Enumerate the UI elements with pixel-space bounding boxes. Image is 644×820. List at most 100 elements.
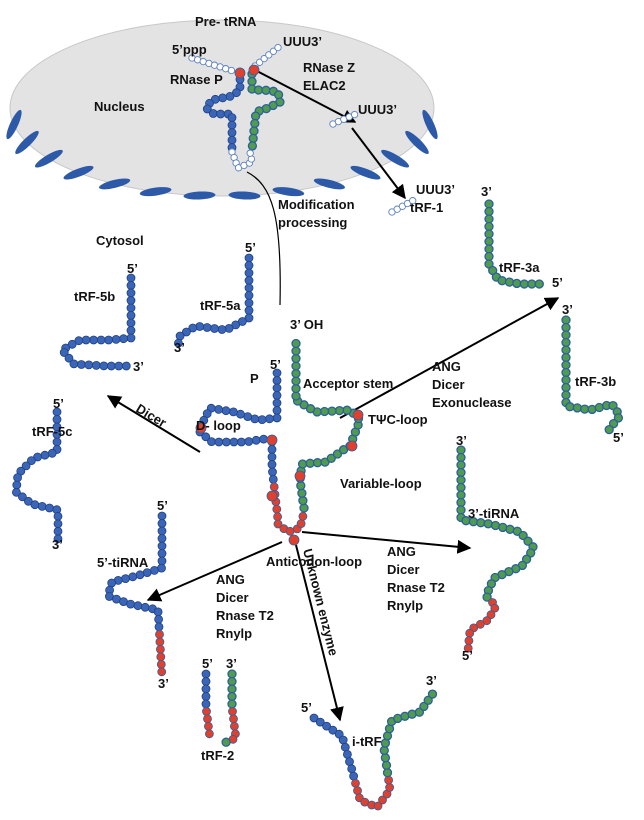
trf-5a-bead — [173, 338, 183, 348]
i-trf-5-bead — [309, 713, 319, 723]
trf3b-five: 5’ — [613, 430, 624, 445]
trna-anticodon-loop-bead — [298, 511, 308, 521]
trna-5-stem-bead — [272, 383, 282, 393]
pre-trna-3-half-bead — [247, 76, 257, 87]
trna-d-loop-bead — [207, 437, 216, 447]
trf-5a-bead — [188, 323, 198, 333]
trf-3a-bead — [484, 251, 494, 262]
released-trailer-bead — [350, 110, 359, 119]
trna-variable-bead — [299, 503, 309, 513]
enz-lr-2: Dicer — [387, 562, 420, 577]
pre-trna-5-half-bead — [225, 92, 235, 101]
trna-variable-bead — [326, 453, 336, 463]
trf-5c-bead — [52, 415, 62, 424]
pre-trna-5-half-bead — [216, 109, 226, 119]
trna-d-loop-bead — [221, 437, 231, 447]
trf-5c-bead — [26, 456, 36, 466]
i-trf-5-bead — [342, 750, 352, 759]
3-tirna-bead — [475, 619, 485, 629]
5-tirna-bead — [157, 534, 167, 543]
3-tirna-bead — [526, 548, 536, 558]
tirna3-label: 3’-tiRNA — [468, 506, 520, 521]
d-loop-mod — [195, 422, 207, 434]
trna-3-acceptor-bead — [291, 368, 301, 379]
cytosol-label: Cytosol — [96, 233, 144, 248]
5-tirna-bead — [153, 607, 163, 617]
trf-3b-bead — [561, 360, 571, 370]
trna-5-stem-bead — [228, 407, 238, 417]
enz-ur-1: ANG — [432, 359, 461, 374]
trf5a-five: 5’ — [245, 240, 256, 255]
trna-anticodon-loop-bead — [296, 519, 306, 528]
enz-ll-2: Dicer — [216, 590, 249, 605]
i-trf-5-bead — [315, 717, 325, 727]
i-trf-5-bead — [322, 721, 332, 731]
trf-5a-bead — [217, 325, 227, 334]
trf-3a-bead — [484, 214, 494, 224]
trf-5c-bead — [30, 500, 40, 510]
nuclear-pore — [183, 191, 216, 200]
trf-5a-bead — [244, 283, 254, 293]
trf-2-3-bead — [227, 691, 237, 702]
trf-3a-bead — [484, 244, 494, 254]
trf-5b-bead — [121, 361, 131, 371]
trna-d-loop-bead — [244, 437, 254, 446]
i-trf-5-bead — [347, 764, 357, 774]
modification-label-2: processing — [278, 215, 347, 230]
trna-d-loop-bead — [259, 434, 269, 444]
i-trf-5-bead — [328, 725, 338, 735]
trf-5a-bead — [202, 323, 212, 332]
pre-trna-5-half-bead — [227, 128, 237, 138]
pre-trna-3-half-bead — [273, 90, 284, 100]
trf-3a-bead — [512, 278, 522, 289]
trf-5b-bead — [96, 335, 106, 345]
trf-2-5-bead — [203, 721, 213, 731]
pre-trna-3-trailer-bead — [274, 43, 282, 52]
tirna5-label: 5’-tiRNA — [97, 555, 149, 570]
trna-5-stem-bead — [272, 413, 282, 423]
trf-5b-bead — [126, 318, 136, 328]
trf-5b-bead — [69, 359, 79, 369]
pre-trna-3-trailer-bead — [260, 54, 268, 63]
arrow-to-3-tirna — [301, 531, 472, 554]
trf-3b-bead — [608, 400, 618, 411]
trna-3-acceptor-bead — [291, 376, 301, 386]
trf-3b-bead — [561, 330, 571, 340]
trna-tpsic-bead — [334, 405, 345, 416]
itrf-five: 5’ — [301, 700, 312, 715]
trf3b-label: tRF-3b — [575, 374, 616, 389]
elac2-label: ELAC2 — [303, 78, 346, 93]
arrow-to-5-tirna — [146, 541, 283, 602]
i-trf-3-bead — [385, 783, 395, 792]
enz-ur-2: Dicer — [432, 377, 465, 392]
trf-2-3-bead — [228, 707, 237, 716]
pre-trna-intron-bead — [246, 149, 254, 157]
nuclear-pore — [15, 130, 39, 154]
trna-anticodon-stem-5-bead — [268, 467, 277, 477]
5-tirna-bead — [107, 578, 117, 588]
trf-5c-bead — [13, 473, 23, 483]
enz-ll-3: Rnase T2 — [216, 608, 274, 623]
trf-5a-bead — [175, 331, 185, 341]
trf-3b-bead — [561, 382, 571, 393]
uuu3-top-label: UUU3’ — [283, 34, 322, 49]
i-trf-5-bead — [353, 786, 362, 795]
pre-trna-3-half-bead — [261, 85, 271, 95]
3-tirna-bead — [465, 628, 475, 638]
trf-3b-bead — [561, 322, 571, 333]
trna-p: P — [250, 371, 259, 386]
pre-trna-3-trailer-bead — [269, 47, 278, 55]
trf-2-3-bead — [227, 676, 237, 687]
trf-2-5-bead — [203, 714, 212, 724]
trf5c-five: 5’ — [53, 396, 64, 411]
trf-5b-bead — [114, 361, 124, 371]
3-tirna-bead — [482, 592, 492, 602]
nuclear-pore — [34, 149, 63, 168]
trna-5: 5’ — [270, 357, 281, 372]
nuclear-pore — [405, 130, 429, 154]
3-tirna-bead — [523, 536, 533, 546]
trf-5b-bead — [67, 339, 77, 349]
pre-trna-5-half-bead — [231, 88, 241, 98]
3-tirna-bead — [456, 467, 466, 478]
trna-variable-bead — [297, 459, 308, 469]
